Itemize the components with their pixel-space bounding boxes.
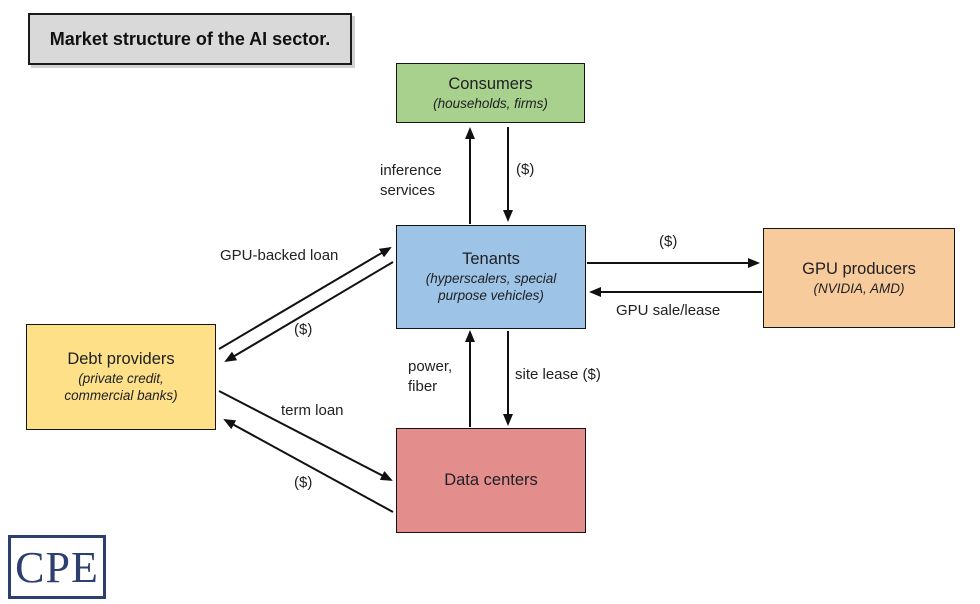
edge-label-power-fiber: power, fiber bbox=[408, 358, 453, 395]
diagram-title: Market structure of the AI sector. bbox=[28, 13, 352, 65]
arrow-debt-providers-to-tenants bbox=[218, 246, 392, 350]
edge-label-term-loan: term loan bbox=[281, 402, 344, 419]
node-tenants-sublabel: (hyperscalers, special purpose vehicles) bbox=[425, 270, 557, 304]
cpe-logo: CPE bbox=[8, 535, 106, 599]
cpe-logo-text: CPE bbox=[15, 542, 99, 592]
edge-label-consumer-payment: ($) bbox=[516, 161, 535, 178]
node-tenants-label: Tenants bbox=[462, 250, 520, 269]
diagram-title-text: Market structure of the AI sector. bbox=[49, 28, 331, 49]
node-debt-providers: Debt providers (private credit, commerci… bbox=[26, 324, 216, 430]
edge-label-inference-services: inference services bbox=[380, 162, 442, 199]
node-consumers: Consumers (households, firms) bbox=[396, 63, 585, 123]
node-tenants: Tenants (hyperscalers, special purpose v… bbox=[396, 225, 586, 329]
node-data-centers-label: Data centers bbox=[444, 471, 538, 490]
edge-label-site-lease: site lease ($) bbox=[515, 366, 601, 383]
edge-label-gpu-sale-lease: GPU sale/lease bbox=[616, 302, 721, 319]
node-gpu-producers: GPU producers (NVIDIA, AMD) bbox=[763, 228, 955, 328]
node-gpu-producers-label: GPU producers bbox=[802, 259, 916, 278]
edge-label-gpu-backed-loan: GPU-backed loan bbox=[220, 247, 339, 264]
node-consumers-label: Consumers bbox=[448, 74, 533, 93]
edge-label-gpu-payment: ($) bbox=[659, 233, 678, 250]
edge-label-loan-repayment: ($) bbox=[294, 321, 313, 338]
arrow-debt-providers-to-data-centers bbox=[218, 390, 393, 481]
arrow-data-centers-to-debt-providers bbox=[223, 419, 394, 513]
node-debt-providers-sublabel: (private credit, commercial banks) bbox=[64, 370, 178, 404]
node-gpu-producers-sublabel: (NVIDIA, AMD) bbox=[813, 280, 905, 296]
node-data-centers: Data centers bbox=[396, 428, 586, 533]
arrow-tenants-to-debt-providers bbox=[224, 261, 394, 363]
node-consumers-sublabel: (households, firms) bbox=[433, 95, 548, 111]
edge-label-term-loan-repayment: ($) bbox=[294, 474, 313, 491]
node-debt-providers-label: Debt providers bbox=[67, 350, 175, 369]
